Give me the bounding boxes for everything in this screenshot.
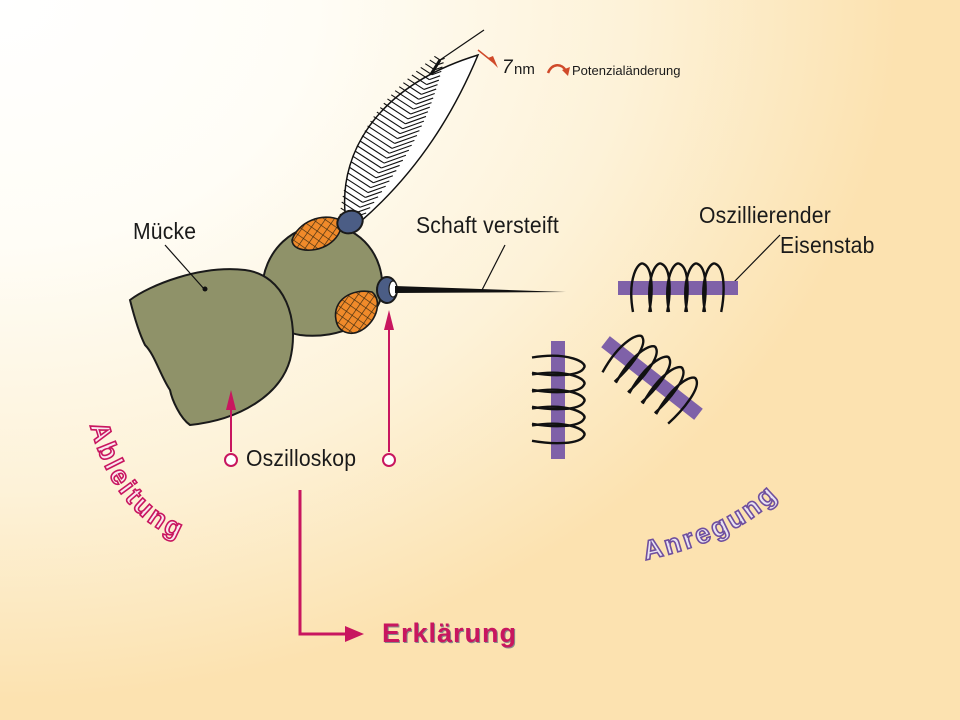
curved-arrow-icon: [546, 64, 568, 74]
label-eisenstab: Eisenstab: [780, 232, 875, 258]
ableitung-arc-label: Ableitung: [84, 418, 190, 545]
label-seven: 7: [502, 57, 513, 78]
label-potenzialaenderung: Potenzialänderung: [572, 63, 681, 78]
label-oszillierender: Oszillierender: [699, 202, 831, 228]
anregung-arc-label: Anregung: [640, 478, 784, 566]
stiff-shaft: [395, 286, 566, 293]
oscilloscope-probes: [224, 310, 396, 467]
oscillating-rod-diagonal: [601, 334, 703, 425]
antenna-joint-upper: [336, 209, 364, 235]
eye-lower: [334, 290, 379, 334]
label-nm: nm: [514, 61, 535, 78]
oscillating-rod-vertical: [531, 341, 586, 459]
label-oszilloskop: Oszilloskop: [246, 445, 357, 471]
label-erklaerung: Erklärung: [382, 618, 518, 648]
mosquito-body: [128, 268, 294, 427]
eye-upper: [291, 216, 342, 251]
label-schaft-versteift: Schaft versteift: [416, 212, 559, 238]
antenna-feather: [339, 29, 485, 223]
label-muecke: Mücke: [133, 218, 197, 244]
explanation-arrow: [298, 490, 348, 636]
oscillating-rod-horizontal: [618, 262, 738, 313]
